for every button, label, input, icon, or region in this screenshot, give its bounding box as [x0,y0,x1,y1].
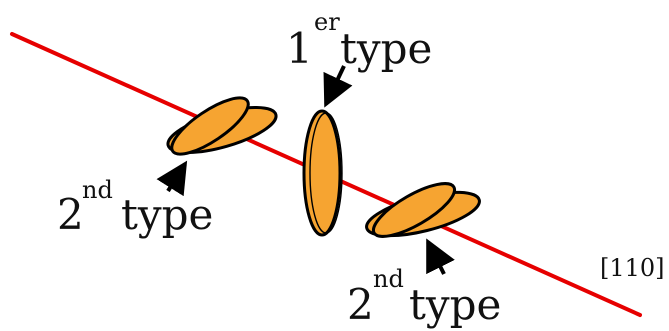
first-type-ellipse [304,111,342,235]
label-word: type [121,190,213,239]
label-number: 1 [286,24,313,73]
label-superscript: er [314,8,340,36]
label-superscript: nd [373,265,404,293]
label-number: 2 [57,190,84,239]
label-word: type [340,24,432,73]
label-word: type [409,280,501,329]
second-type-label-left: 2 nd type [57,176,213,239]
arrow [168,164,185,191]
label-number: 2 [347,280,374,329]
first-type-label: 1 er type [286,8,432,73]
second-type-ellipse-pair-left [163,88,280,163]
label-superscript: nd [82,176,113,204]
arrow [428,242,444,274]
axis-label: [110] [600,254,665,282]
second-type-label-right: 2 nd type [347,265,501,329]
